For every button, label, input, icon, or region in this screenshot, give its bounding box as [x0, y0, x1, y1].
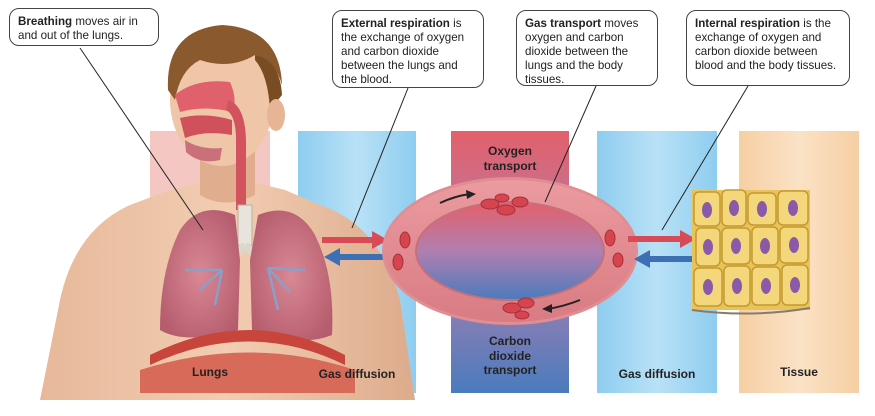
red-blood-cells [392, 193, 624, 320]
oxygen-label-line2: transport [483, 158, 537, 173]
callout-internal-respiration: Internal respiration is the exchange of … [686, 10, 850, 86]
oxygen-label-line1: Oxygen [487, 144, 532, 158]
co2-transport-label: Carbon dioxide transport [451, 334, 569, 378]
callout-gas-transport: Gas transport moves oxygen and carbon di… [516, 10, 658, 86]
gas-diffusion-label-2: Gas diffusion [618, 367, 696, 381]
human-figure [40, 25, 415, 400]
blue-arrow-to-blood [634, 250, 695, 268]
blood-circulation-ring [382, 177, 638, 325]
leader-lines [79, 47, 749, 231]
internal-term: Internal respiration [695, 17, 801, 30]
co2-label-line2: dioxide [488, 348, 531, 363]
internal-text: is the exchange of oxygen and carbon dio… [695, 17, 837, 72]
transport-text: moves oxygen and carbon dioxide between … [525, 17, 639, 86]
callout-external-respiration: External respiration is the exchange of … [332, 10, 484, 88]
lungs-label: Lungs [192, 365, 228, 379]
breathing-text: moves air in and out of the lungs. [18, 15, 138, 42]
external-text: is the exchange of oxygen and carbon dio… [341, 17, 465, 86]
oxygen-transport-label: Oxygen transport [451, 144, 569, 173]
callout-breathing: Breathing moves air in and out of the lu… [9, 8, 159, 46]
transport-term: Gas transport [525, 17, 602, 30]
breathing-term: Breathing [18, 15, 73, 28]
co2-label-line1: Carbon [489, 334, 531, 348]
tissue-label: Tissue [780, 365, 818, 379]
blue-arrow-to-lungs [324, 248, 400, 266]
co2-label-line3: transport [483, 363, 537, 377]
red-arrow-to-blood [322, 231, 388, 249]
red-arrow-to-tissue [628, 230, 696, 248]
gas-diffusion-label-1: Gas diffusion [318, 367, 396, 381]
tissue-cells [691, 189, 811, 315]
external-term: External respiration [341, 17, 450, 30]
